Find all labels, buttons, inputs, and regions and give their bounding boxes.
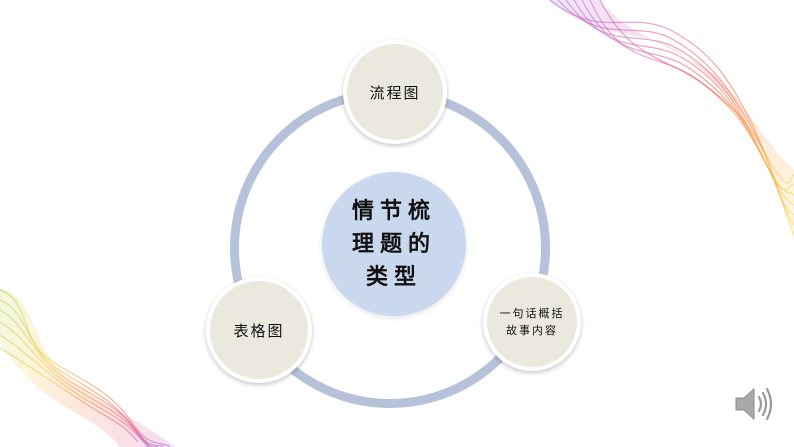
decorative-ribbon-bottom-left — [0, 280, 180, 447]
speaker-icon[interactable] — [732, 384, 776, 424]
center-node-label: 情节梳理题的类型 — [351, 197, 436, 290]
node-table-label: 表格图 — [233, 321, 285, 340]
node-summary: 一句话概括故事内容 — [483, 273, 581, 371]
node-flowchart: 流程图 — [343, 40, 447, 144]
center-node: 情节梳理题的类型 — [322, 172, 466, 316]
node-summary-label: 一句话概括故事内容 — [499, 307, 565, 337]
node-flowchart-label: 流程图 — [369, 83, 421, 102]
decorative-ribbon-top-right — [540, 0, 794, 240]
node-table: 表格图 — [206, 277, 312, 383]
